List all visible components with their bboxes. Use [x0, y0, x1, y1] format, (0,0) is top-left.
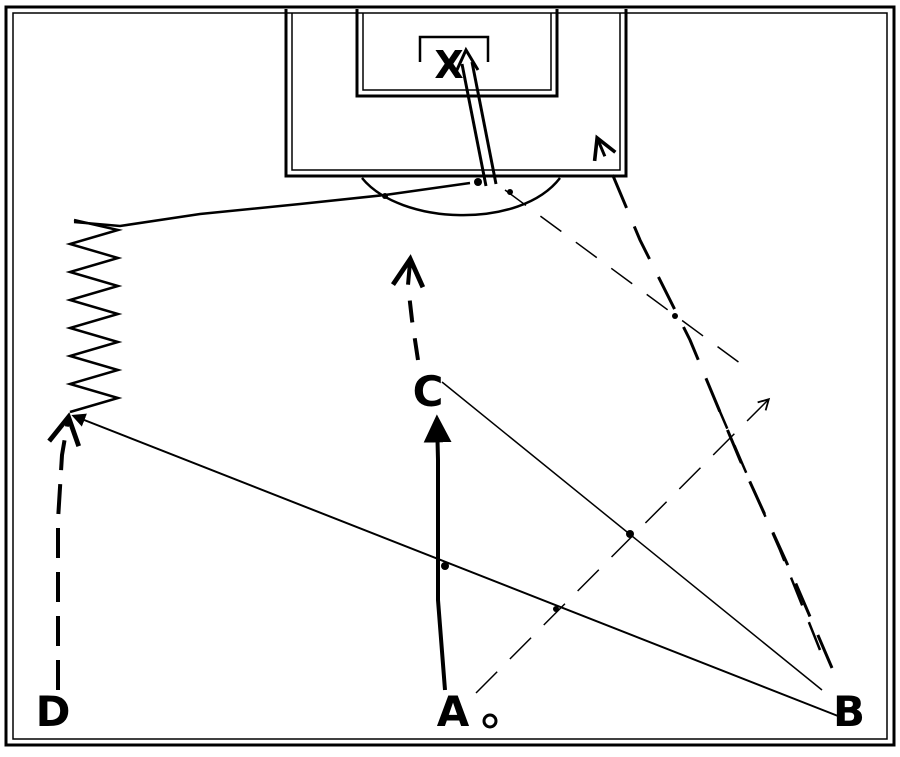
shot-line [454, 46, 498, 187]
intersection-dots [382, 178, 678, 612]
run-line-c [390, 254, 426, 361]
pitch-boundary [4, 5, 896, 747]
pass-line-b-to-d [71, 413, 839, 717]
label-d: D [36, 687, 71, 736]
goal-area [355, 9, 559, 98]
dribble-to-box [73, 181, 471, 228]
run-line-b-inner [713, 399, 822, 651]
label-x: X [434, 43, 463, 87]
run-line-a-to-c [423, 414, 452, 691]
goal-marker [418, 35, 490, 62]
label-a: A [437, 687, 470, 736]
run-line-d [47, 412, 81, 690]
run-line-box-exit [504, 189, 753, 373]
label-c: C [413, 367, 444, 416]
label-b: B [833, 687, 865, 736]
penalty-area [284, 9, 628, 178]
run-line-a-diagonal [475, 397, 771, 694]
dribble-path [65, 218, 123, 414]
penalty-arc [361, 177, 561, 217]
ball-icon [482, 713, 498, 729]
run-line-b [592, 134, 834, 669]
